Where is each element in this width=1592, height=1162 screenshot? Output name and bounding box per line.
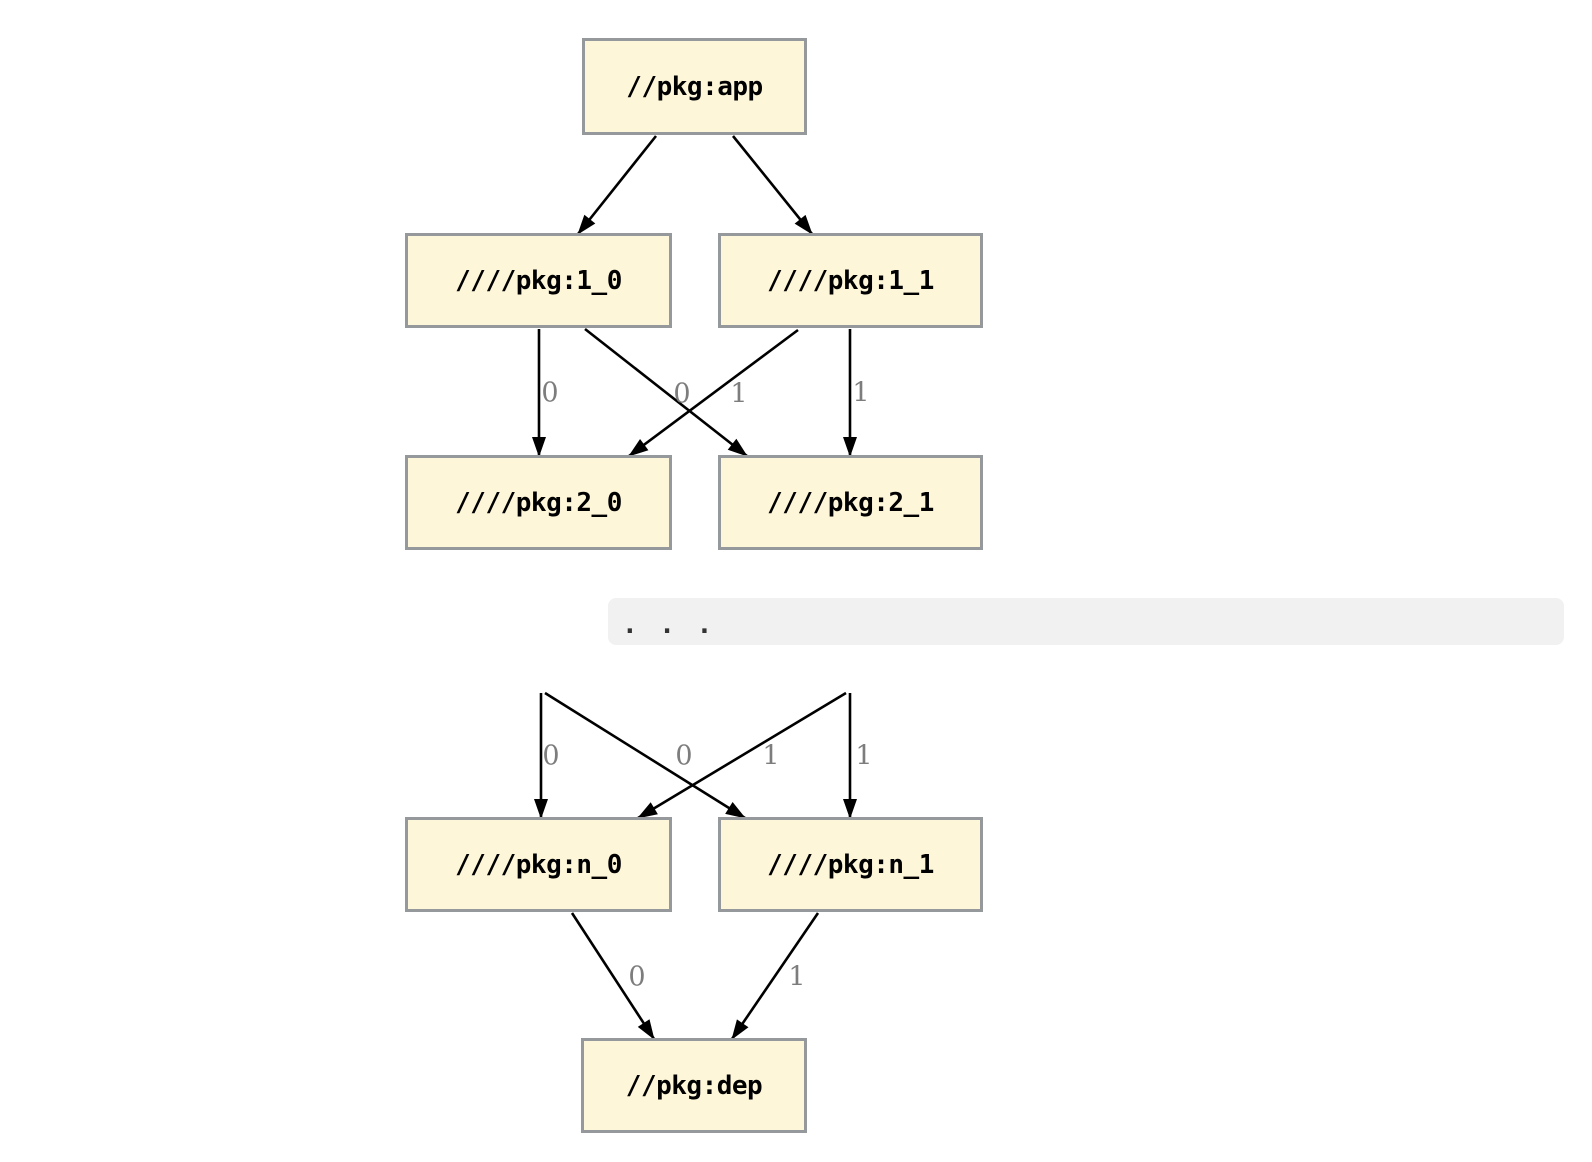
node-label: ////pkg:1_1	[767, 265, 934, 296]
node-label: ////pkg:1_0	[455, 265, 622, 296]
edge-label-n-1_0-to-n_0: 0	[542, 740, 560, 772]
node-label: ////pkg:n_1	[767, 849, 934, 880]
graph-node-n_0: ////pkg:n_0	[405, 817, 672, 912]
edge-label-n_1-to-dep: 1	[788, 961, 806, 993]
graph-node-2_1: ////pkg:2_1	[718, 455, 983, 550]
edge-label-1_1-to-2_0: 1	[730, 378, 748, 410]
edge-1_1-to-2_0	[628, 328, 799, 458]
edge-label-1_0-to-2_1: 0	[673, 378, 691, 410]
edge-app-to-1_0	[576, 135, 658, 235]
edge-label-n-1_1-to-n_0: 1	[762, 740, 780, 772]
graph-node-dep: //pkg:dep	[581, 1038, 807, 1133]
node-label: ////pkg:n_0	[455, 849, 622, 880]
ellipsis-label: . . .	[622, 609, 716, 640]
graph-node-1_0: ////pkg:1_0	[405, 233, 672, 328]
edge-label-n_0-to-dep: 0	[628, 961, 646, 993]
graph-node-app: //pkg:app	[582, 38, 807, 135]
ellipsis-separator: . . .	[608, 598, 1564, 645]
graph-node-1_1: ////pkg:1_1	[718, 233, 983, 328]
edge-n-1_1-to-n_0	[637, 691, 847, 820]
edge-label-n-1_0-to-n_1: 0	[675, 740, 693, 772]
edge-label-1_0-to-2_0: 0	[541, 377, 559, 409]
node-label: //pkg:dep	[625, 1070, 763, 1101]
edge-label-n-1_1-to-n_1: 1	[855, 740, 873, 772]
graph-node-n_1: ////pkg:n_1	[718, 817, 983, 912]
node-label: //pkg:app	[626, 71, 763, 102]
edge-n-1_0-to-n_1	[544, 691, 746, 820]
edge-label-1_1-to-2_1: 1	[852, 377, 870, 409]
edge-1_0-to-2_1	[584, 327, 748, 458]
node-label: ////pkg:2_0	[455, 487, 622, 518]
graph-node-2_0: ////pkg:2_0	[405, 455, 672, 550]
node-label: ////pkg:2_1	[767, 487, 934, 518]
edge-app-to-1_1	[731, 135, 814, 235]
